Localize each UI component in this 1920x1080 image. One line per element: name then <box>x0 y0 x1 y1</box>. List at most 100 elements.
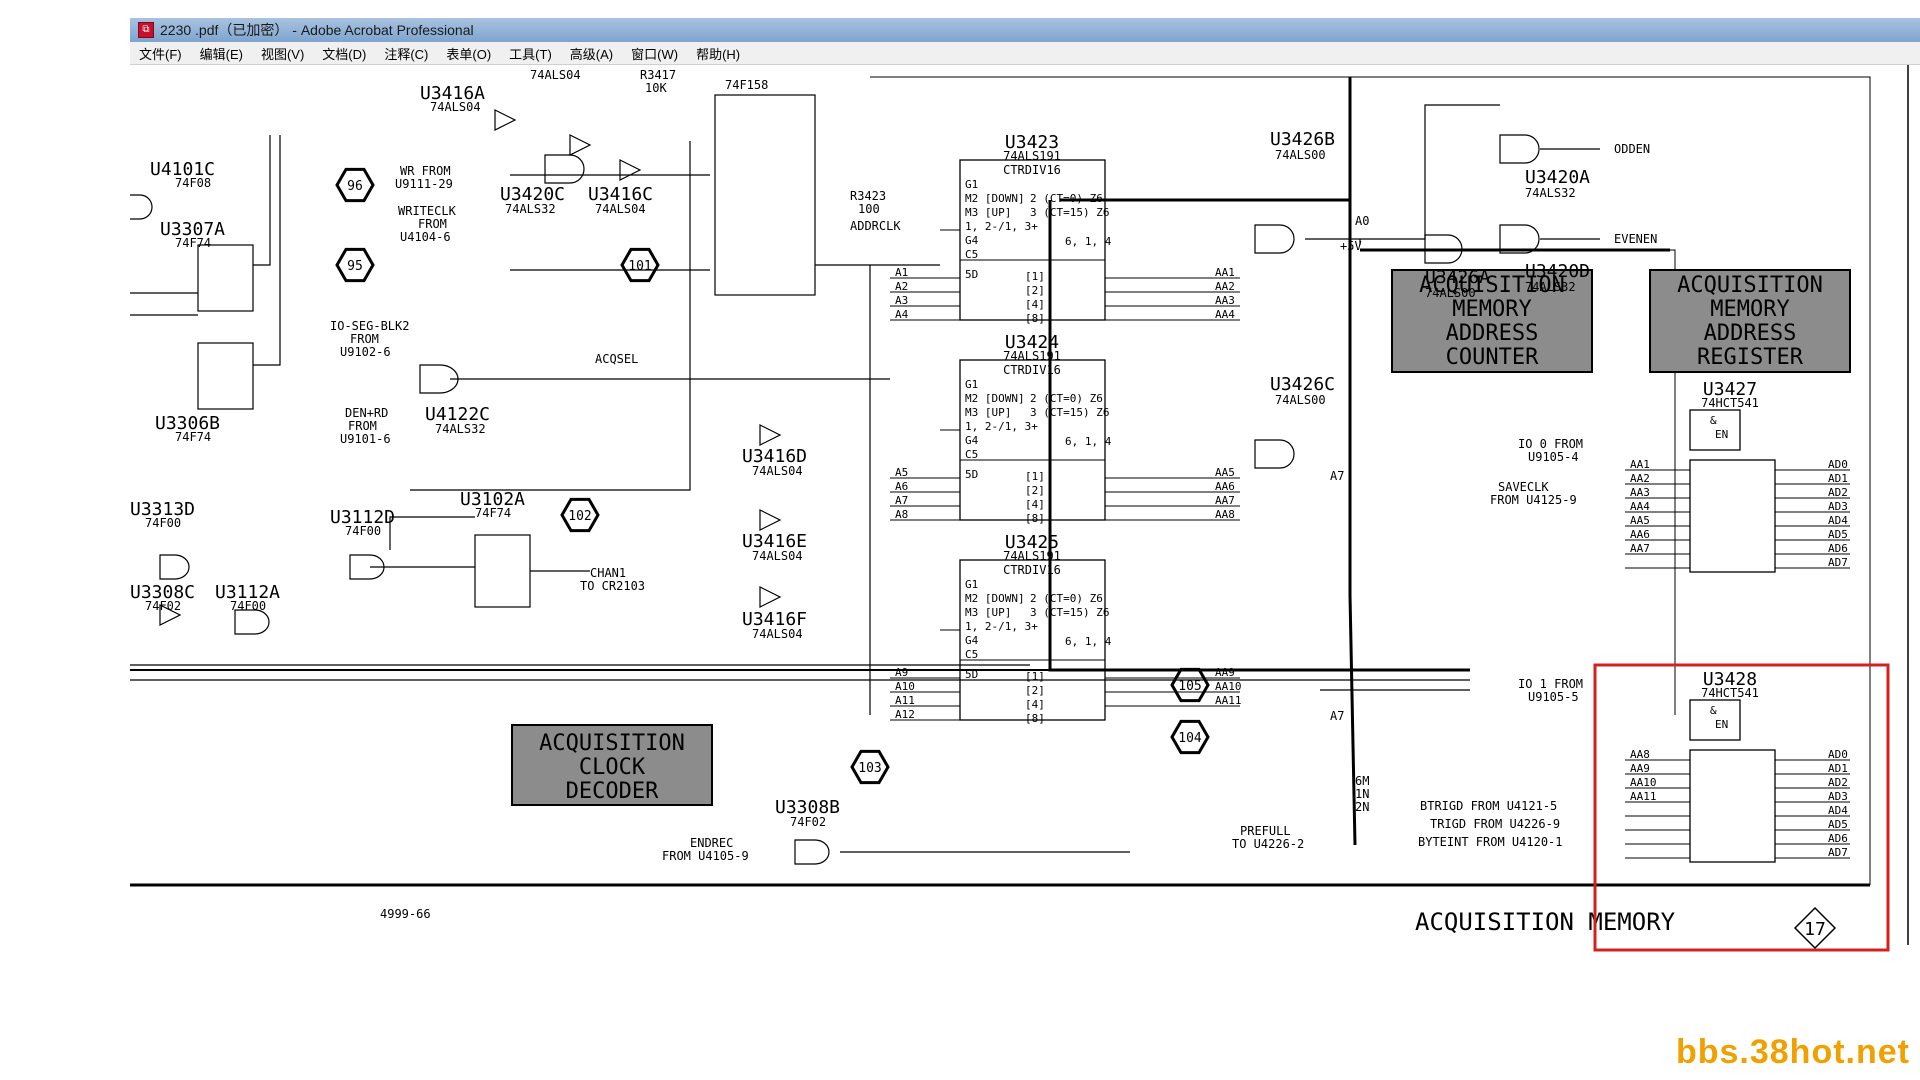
svg-text:A10: A10 <box>895 680 915 693</box>
svg-text:U3102A: U3102A <box>460 489 525 510</box>
menu-window[interactable]: 窗口(W) <box>631 46 679 62</box>
svg-text:74F00: 74F00 <box>230 599 266 613</box>
left-logic <box>130 94 1470 865</box>
svg-text:U4104-6: U4104-6 <box>400 230 451 244</box>
menu-forms[interactable]: 表单(O) <box>446 46 492 62</box>
menu-document[interactable]: 文档(D) <box>322 46 367 62</box>
block-clock-decoder: ACQUISITION CLOCK DECODER <box>511 724 713 806</box>
svg-text:[1]: [1] <box>1025 670 1045 683</box>
svg-text:C5: C5 <box>965 248 978 261</box>
svg-text:CLOCK: CLOCK <box>579 755 646 780</box>
svg-text:[8]: [8] <box>1025 312 1045 325</box>
svg-text:G4: G4 <box>965 434 979 447</box>
title-bar[interactable]: ⧉ 2230 .pdf（已加密） - Adobe Acrobat Profess… <box>130 18 1920 42</box>
svg-text:FROM U4105-9: FROM U4105-9 <box>662 849 749 863</box>
svg-text:AD2: AD2 <box>1828 776 1848 789</box>
svg-text:[4]: [4] <box>1025 698 1045 711</box>
svg-text:[1]: [1] <box>1025 270 1045 283</box>
pdf-app-icon: ⧉ <box>138 22 154 38</box>
highlight-box <box>1593 663 1890 952</box>
svg-text:U3308B: U3308B <box>775 797 840 818</box>
svg-text:SAVECLK: SAVECLK <box>1498 480 1549 494</box>
svg-text:AA11: AA11 <box>1215 694 1242 707</box>
svg-text:U4101C: U4101C <box>150 159 215 180</box>
svg-text:A12: A12 <box>895 708 915 721</box>
menu-comments[interactable]: 注释(C) <box>384 46 429 62</box>
svg-text:CTRDIV16: CTRDIV16 <box>1003 363 1061 377</box>
menu-tools[interactable]: 工具(T) <box>509 46 552 62</box>
block-mem-addr-counter: ACQUISITION MEMORY ADDRESS COUNTER <box>1391 269 1593 373</box>
svg-text:BTRIGD FROM U4121-5: BTRIGD FROM U4121-5 <box>1420 799 1557 813</box>
page-footer: 4999-66 ACQUISITION MEMORY 17 <box>380 906 1837 950</box>
svg-text:R3417: R3417 <box>640 68 676 82</box>
svg-text:AA9: AA9 <box>1215 666 1235 679</box>
svg-text:AA2: AA2 <box>1630 472 1650 485</box>
menu-view[interactable]: 视图(V) <box>260 46 305 62</box>
menu-file[interactable]: 文件(F) <box>139 46 182 62</box>
svg-text:CHAN1: CHAN1 <box>590 566 626 580</box>
svg-text:AA3: AA3 <box>1630 486 1650 499</box>
svg-text:5D: 5D <box>965 268 978 281</box>
svg-text:MEMORY: MEMORY <box>1710 297 1789 322</box>
svg-text:U3420C: U3420C <box>500 184 565 205</box>
svg-text:A8: A8 <box>895 508 908 521</box>
page-title: ACQUISITION MEMORY <box>1415 908 1676 936</box>
svg-text:AD0: AD0 <box>1828 458 1848 471</box>
svg-text:74F02: 74F02 <box>145 599 181 613</box>
svg-text:1, 2-/1, 3+: 1, 2-/1, 3+ <box>965 220 1038 233</box>
menu-edit[interactable]: 编辑(E) <box>199 46 243 62</box>
svg-text:ADDRESS: ADDRESS <box>1446 321 1539 346</box>
svg-text:AA7: AA7 <box>1630 542 1650 555</box>
svg-text:FROM: FROM <box>418 217 447 231</box>
svg-text:74F74: 74F74 <box>175 236 211 250</box>
svg-text:AA4: AA4 <box>1215 308 1235 321</box>
svg-text:AD2: AD2 <box>1828 486 1848 499</box>
buffer-u3427: U342774HCT541&ENAD0AD1AD2AD3AD4AD5AD6AD7… <box>1625 379 1850 573</box>
svg-text:U3112A: U3112A <box>215 582 280 603</box>
svg-text:[2]: [2] <box>1025 284 1045 297</box>
svg-text:74ALS00: 74ALS00 <box>1425 286 1476 300</box>
svg-text:U3426A: U3426A <box>1425 267 1490 288</box>
svg-text:+5V: +5V <box>1340 239 1362 253</box>
svg-text:A6: A6 <box>895 480 908 493</box>
block-mem-addr-register: ACQUISITION MEMORY ADDRESS REGISTER <box>1649 269 1851 373</box>
svg-text:AA5: AA5 <box>1215 466 1235 479</box>
hex-marker-103: 103 <box>850 749 890 785</box>
svg-text:G4: G4 <box>965 634 979 647</box>
svg-text:AA7: AA7 <box>1215 494 1235 507</box>
svg-text:DEN+RD: DEN+RD <box>345 406 388 420</box>
svg-text:74F74: 74F74 <box>175 430 211 444</box>
doc-number: 4999-66 <box>380 907 431 921</box>
menu-advanced[interactable]: 高级(A) <box>569 46 614 62</box>
svg-text:WRITECLK: WRITECLK <box>398 204 457 218</box>
svg-text:104: 104 <box>1178 731 1202 746</box>
svg-text:M2 [DOWN]: M2 [DOWN] <box>965 592 1025 605</box>
bus-lines <box>1048 77 1670 846</box>
svg-text:ACQUISITION: ACQUISITION <box>1419 273 1565 298</box>
svg-text:100: 100 <box>858 202 880 216</box>
svg-text:[4]: [4] <box>1025 298 1045 311</box>
hex-marker-101: 101 <box>620 247 660 283</box>
svg-text:IO 0 FROM: IO 0 FROM <box>1518 437 1583 451</box>
schematic-labels: ODDEN EVENEN U3420A 74ALS32 U3420D 74ALS… <box>130 68 1657 863</box>
svg-text:105: 105 <box>1178 679 1201 694</box>
watermark: bbs.38hot.net <box>1675 1033 1910 1071</box>
menu-help[interactable]: 帮助(H) <box>696 46 741 62</box>
svg-text:74HCT541: 74HCT541 <box>1701 396 1759 410</box>
svg-text:3 (CT=15) Z6: 3 (CT=15) Z6 <box>1030 406 1109 419</box>
svg-text:A0: A0 <box>1355 214 1369 228</box>
svg-text:U3420A: U3420A <box>1525 167 1590 188</box>
svg-text:TO CR2103: TO CR2103 <box>580 579 645 593</box>
svg-text:A2: A2 <box>895 280 908 293</box>
svg-text:U3428: U3428 <box>1703 669 1757 690</box>
svg-text:AA5: AA5 <box>1630 514 1650 527</box>
svg-text:ENDREC: ENDREC <box>690 836 733 850</box>
svg-text:A9: A9 <box>895 666 908 679</box>
svg-text:TRIGD FROM U4226-9: TRIGD FROM U4226-9 <box>1430 817 1560 831</box>
hex-marker-105: 105 <box>1170 667 1210 703</box>
document-view[interactable]: ACQUISITION MEMORY ADDRESS COUNTER ACQUI… <box>130 65 1920 1080</box>
